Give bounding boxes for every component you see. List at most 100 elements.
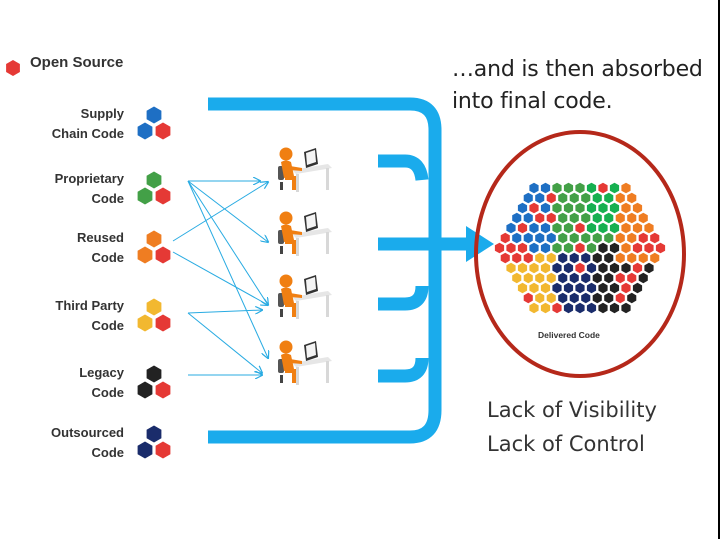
source-label-line-2: Code bbox=[91, 250, 125, 265]
mosaic-hexagon bbox=[586, 182, 597, 194]
mosaic-hexagon bbox=[535, 252, 545, 264]
source-label-line-2: Chain Code bbox=[51, 126, 124, 141]
mosaic-hexagon bbox=[644, 262, 654, 274]
mosaic-hexagon bbox=[506, 222, 516, 234]
hex-cluster-icon bbox=[137, 171, 171, 205]
mosaic-hexagon bbox=[535, 292, 545, 304]
mosaic-hexagon bbox=[581, 252, 591, 264]
arrow-line bbox=[187, 310, 262, 313]
mosaic-hexagon bbox=[627, 232, 637, 244]
mosaic-hexagon bbox=[644, 222, 654, 234]
hex-cluster-icon bbox=[137, 230, 171, 264]
mosaic-hexagon bbox=[644, 242, 654, 254]
mosaic-hexagon bbox=[558, 232, 568, 244]
hexagon-icon bbox=[137, 314, 153, 332]
arrow-line bbox=[187, 180, 268, 358]
mosaic-hexagon bbox=[540, 202, 551, 214]
mosaic-hexagon bbox=[552, 202, 562, 214]
source-label-line-1: Proprietary bbox=[54, 171, 124, 186]
developer-at-desk-icon bbox=[278, 211, 332, 256]
hex-cluster-icon bbox=[137, 298, 171, 332]
mosaic-hexagon bbox=[523, 212, 533, 224]
mosaic-hexagon bbox=[609, 302, 620, 314]
mosaic-hexagon bbox=[592, 232, 602, 244]
mosaic-hexagon bbox=[586, 302, 597, 314]
mosaic-hexagon bbox=[621, 302, 631, 314]
delivered-code-label: Delivered Code bbox=[538, 330, 600, 340]
mosaic-hexagon bbox=[558, 292, 568, 304]
mosaic-hexagon bbox=[552, 282, 562, 294]
flow-pipe bbox=[208, 97, 468, 444]
mosaic-hexagon bbox=[621, 242, 631, 254]
mosaic-hexagon bbox=[575, 262, 585, 274]
mosaic-hexagon bbox=[558, 192, 568, 204]
mosaic-hexagon bbox=[535, 212, 545, 224]
source-label-line-1: Legacy bbox=[79, 365, 124, 380]
hexagon-icon bbox=[146, 425, 162, 443]
mosaic-hexagon bbox=[604, 252, 614, 264]
arrow-line bbox=[172, 182, 268, 242]
mosaic-hexagon bbox=[563, 182, 574, 194]
mosaic-hexagon bbox=[552, 182, 562, 194]
mosaic-hexagon bbox=[535, 272, 545, 284]
mosaic-hexagon bbox=[604, 192, 614, 204]
mosaic-hexagon bbox=[586, 262, 597, 274]
hexagon-icon bbox=[155, 122, 171, 140]
mosaic-hexagon bbox=[632, 202, 643, 214]
footer-line-1: Lack of Visibility bbox=[487, 398, 657, 422]
mosaic-hexagon bbox=[621, 282, 631, 294]
mosaic-hexagon bbox=[598, 242, 608, 254]
mosaic-hexagon bbox=[592, 272, 602, 284]
mosaic-hexagon bbox=[592, 212, 602, 224]
mosaic-hexagon bbox=[517, 222, 528, 234]
mosaic-hexagon bbox=[506, 262, 516, 274]
mosaic-hexagon bbox=[609, 262, 620, 274]
mosaic-hexagon bbox=[500, 252, 510, 264]
mosaic-hexagon bbox=[563, 242, 574, 254]
mosaic-hexagon bbox=[575, 182, 585, 194]
header-line-2: into final code. bbox=[452, 89, 613, 114]
hexagon-icon bbox=[155, 246, 171, 264]
mosaic-hexagon bbox=[569, 292, 579, 304]
legend-open-source: Open Source bbox=[6, 54, 123, 71]
mosaic-hexagon bbox=[529, 262, 539, 274]
arrow-line bbox=[187, 312, 262, 373]
mosaic-hexagon bbox=[575, 282, 585, 294]
mosaic-hexagon bbox=[529, 302, 539, 314]
mosaic-hexagon bbox=[512, 252, 522, 264]
mosaic-hexagon bbox=[650, 252, 660, 264]
mosaic-hexagon bbox=[615, 232, 625, 244]
mosaic-hexagon bbox=[523, 252, 533, 264]
mosaic-hexagon bbox=[627, 192, 637, 204]
mosaic-hexagon bbox=[546, 232, 556, 244]
mosaic-hexagon bbox=[523, 192, 533, 204]
mosaic-hexagon bbox=[558, 272, 568, 284]
mosaic-hexagon bbox=[575, 302, 585, 314]
mosaic-hexagon bbox=[615, 212, 625, 224]
hexagon-icon bbox=[6, 60, 20, 76]
source-label-line-1: Reused bbox=[77, 230, 124, 245]
delivered-ring bbox=[474, 130, 686, 378]
mosaic-hexagon bbox=[598, 262, 608, 274]
mosaic-hexagon bbox=[581, 232, 591, 244]
mosaic-hexagon bbox=[535, 232, 545, 244]
mosaic-hexagon bbox=[494, 242, 505, 254]
slide-edge bbox=[718, 0, 720, 539]
source-label-line-1: Supply bbox=[80, 106, 124, 121]
mosaic-hexagon bbox=[638, 252, 648, 264]
mosaic-hexagon bbox=[609, 222, 620, 234]
source-label-line-2: Code bbox=[91, 385, 125, 400]
arrow-line bbox=[187, 180, 268, 305]
mosaic-hexagon bbox=[581, 192, 591, 204]
footer-line-2: Lack of Control bbox=[487, 432, 645, 456]
source-label-line-2: Code bbox=[91, 191, 125, 206]
mosaic-hexagon bbox=[632, 242, 643, 254]
mosaic-hexagon bbox=[523, 292, 533, 304]
hexagon-icon bbox=[146, 230, 162, 248]
mosaic-hexagon bbox=[558, 212, 568, 224]
mosaic-hexagon bbox=[609, 202, 620, 214]
mosaic-hexagon bbox=[575, 222, 585, 234]
hex-cluster-icon bbox=[137, 425, 171, 459]
